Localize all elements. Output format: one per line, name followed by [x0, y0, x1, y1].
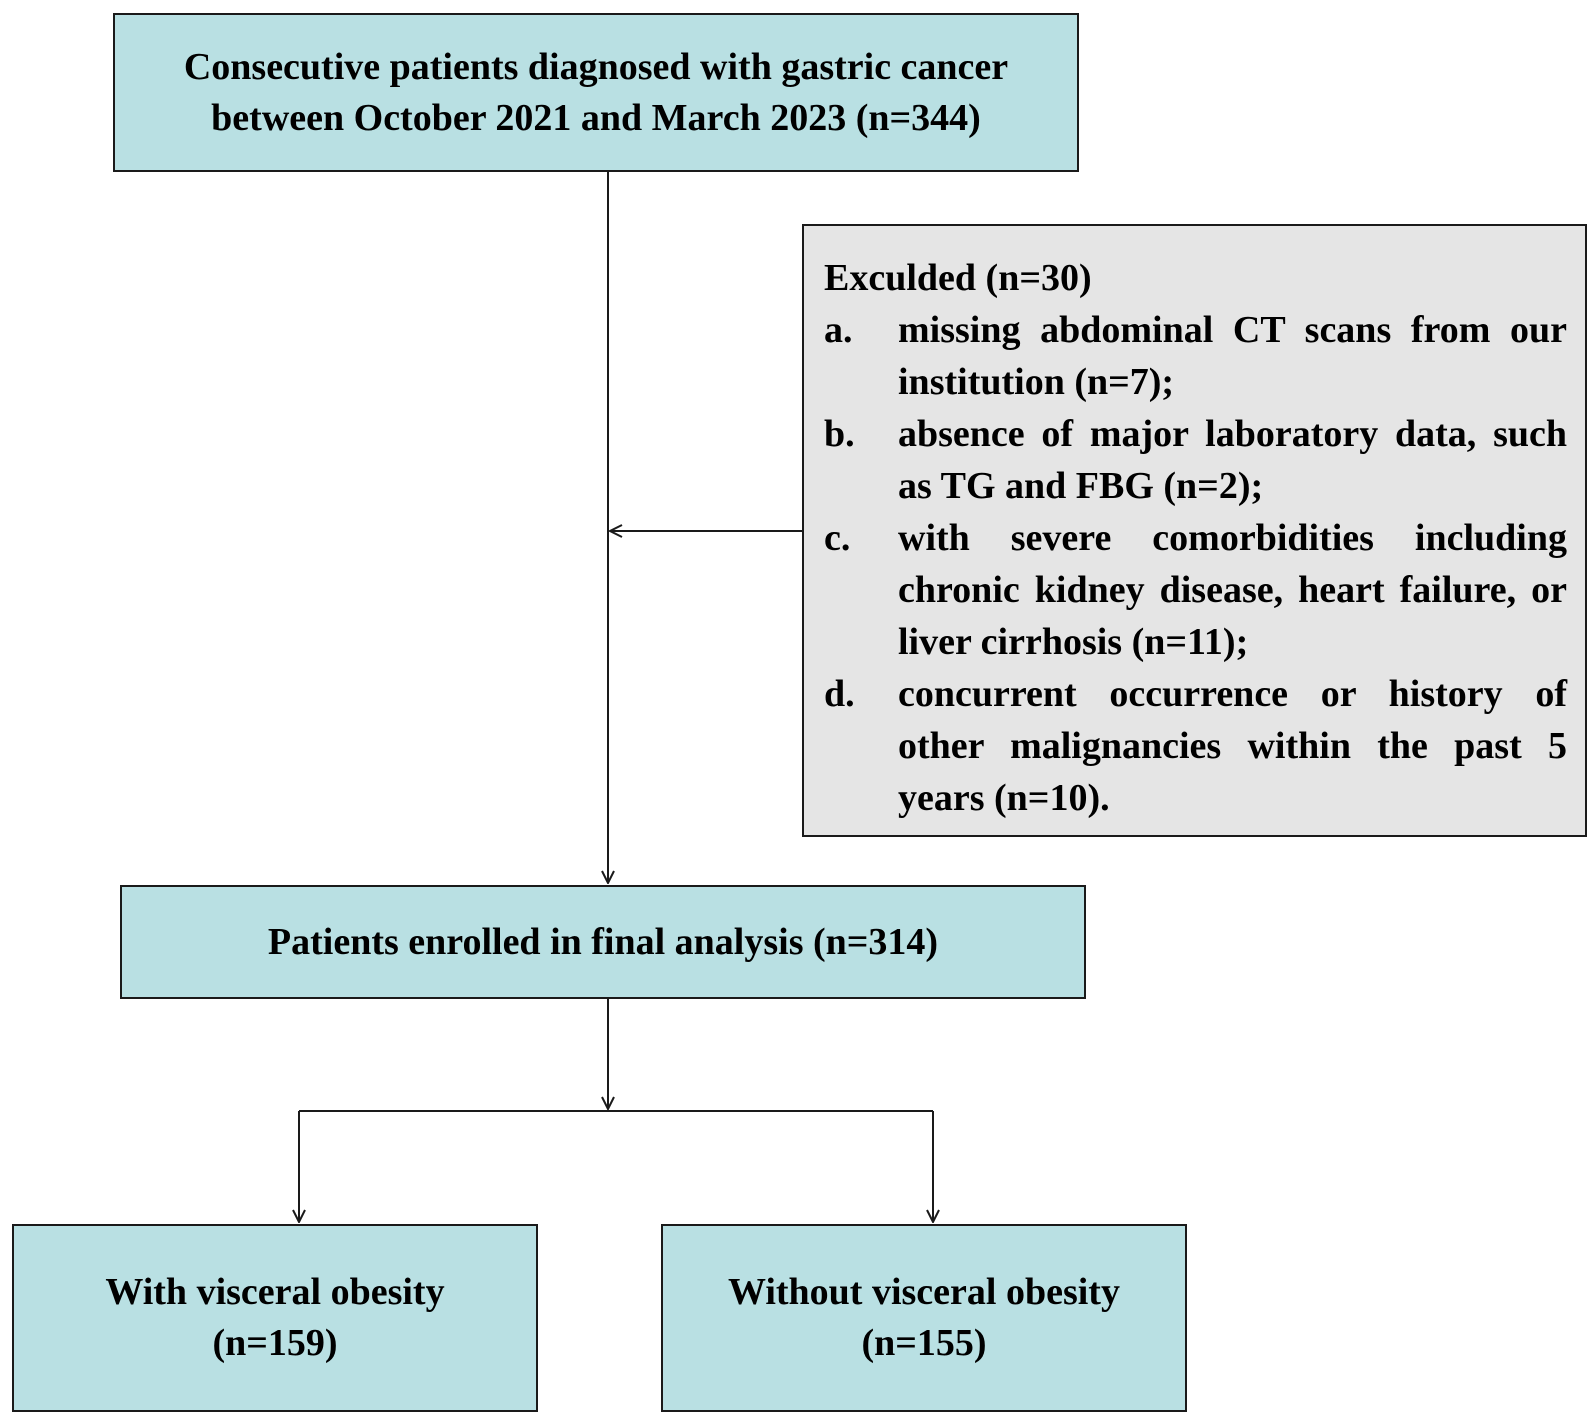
exclusion-text: concurrent occurrence or history of othe…	[898, 673, 1567, 819]
enrolled-text: Patients enrolled in final analysis (n=3…	[267, 920, 939, 963]
without-obesity-count: (n=155)	[861, 1322, 987, 1364]
without-visceral-obesity-box: Without visceral obesity (n=155)	[661, 1224, 1187, 1412]
with-obesity-count: (n=159)	[212, 1322, 338, 1364]
exclusion-text: missing abdominal CT scans from our inst…	[898, 309, 1567, 403]
excluded-title: Exculded (n=30)	[824, 257, 1092, 299]
screened-patients-box: Consecutive patients diagnosed with gast…	[113, 13, 1079, 172]
exclusion-letter: c.	[824, 517, 851, 559]
with-obesity-label: With visceral obesity	[105, 1271, 445, 1313]
excluded-box: Exculded (n=30) a. missing abdominal CT …	[802, 224, 1587, 837]
with-visceral-obesity-box: With visceral obesity (n=159)	[12, 1224, 538, 1412]
exclusion-text: absence of major laboratory data, such a…	[898, 413, 1567, 507]
exclusion-letter: a.	[824, 309, 853, 351]
exclusion-text: with severe comorbidities including chro…	[898, 517, 1567, 663]
exclusion-item-d: d. concurrent occurrence or history of o…	[824, 668, 1567, 824]
exclusion-letter: b.	[824, 413, 855, 455]
screened-line-2: between October 2021 and March 2023 (n=3…	[211, 96, 981, 139]
exclusion-letter: d.	[824, 673, 855, 715]
without-obesity-label: Without visceral obesity	[728, 1271, 1120, 1313]
exclusion-criteria-list: a. missing abdominal CT scans from our i…	[824, 304, 1567, 824]
enrolled-patients-box: Patients enrolled in final analysis (n=3…	[120, 885, 1086, 999]
exclusion-item-b: b. absence of major laboratory data, suc…	[824, 408, 1567, 512]
exclusion-item-a: a. missing abdominal CT scans from our i…	[824, 304, 1567, 408]
exclusion-item-c: c. with severe comorbidities including c…	[824, 512, 1567, 668]
screened-line-1: Consecutive patients diagnosed with gast…	[183, 45, 1009, 88]
